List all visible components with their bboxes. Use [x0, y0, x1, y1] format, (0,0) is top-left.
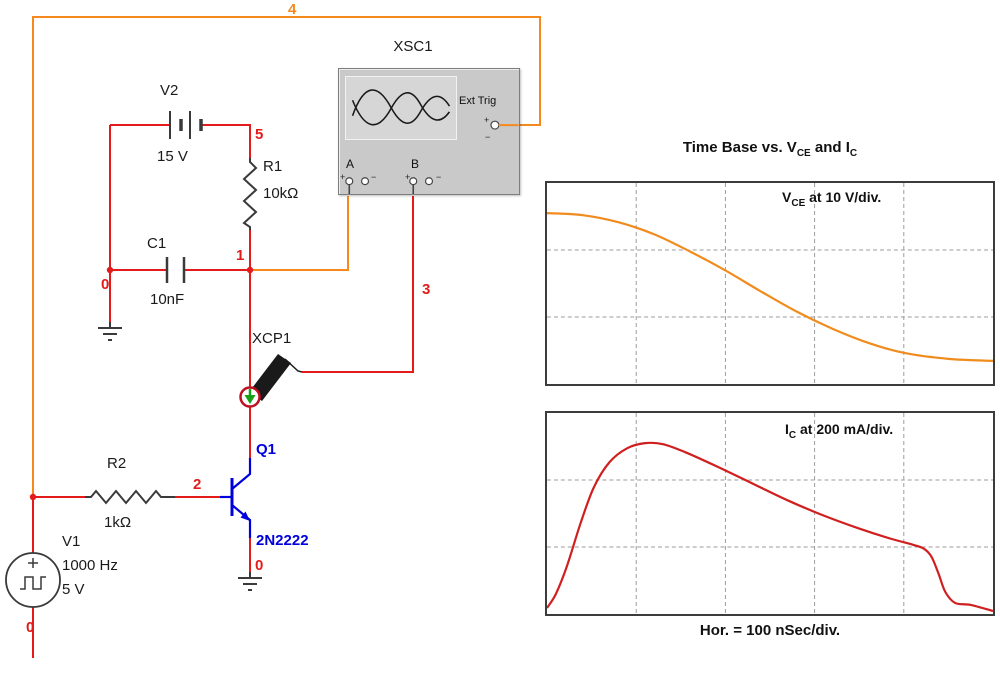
wire-node1-to-channel-a[interactable] [250, 196, 349, 271]
net-label-0c: 0 [26, 619, 35, 636]
wire-v2-to-r1[interactable] [201, 124, 251, 158]
r1-label: R1 [263, 158, 283, 175]
ic-trace [547, 441, 993, 613]
sine-wave-icon [351, 89, 451, 126]
net-label-0b: 0 [255, 557, 264, 574]
plus-icon [28, 558, 38, 568]
v1-label: V1 [62, 533, 81, 550]
resistor-r1[interactable] [242, 158, 258, 230]
channel-b-plus: + [405, 172, 411, 182]
grapher-title-text: Time Base vs. V [682, 139, 797, 156]
ground-icon-q1[interactable] [238, 572, 262, 591]
wire-net4[interactable] [32, 16, 541, 497]
ic-plot: IC at 200 mA/div. [545, 411, 995, 616]
scope-terminals[interactable] [339, 69, 519, 194]
channel-a-plus: + [340, 172, 346, 182]
junction-dot [106, 266, 114, 274]
net-label-4: 4 [288, 1, 297, 18]
channel-b-label: B [411, 157, 420, 171]
r1-value: 10kΩ [263, 185, 299, 202]
v2-value: 15 V [157, 148, 188, 165]
ext-trig-terminal [490, 120, 500, 130]
v2-label: V2 [160, 82, 179, 99]
c1-label: C1 [147, 235, 167, 252]
junction-dot [246, 266, 254, 274]
oscilloscope-xsc1[interactable]: Ext Trig + − A B + − + − [338, 68, 520, 195]
transistor-q1[interactable] [220, 458, 252, 538]
square-wave-icon [20, 576, 46, 590]
horizontal-scale-label: Hor. = 100 nSec/div. [699, 622, 841, 639]
junction-dot [29, 493, 37, 501]
net-label-5: 5 [255, 126, 264, 143]
channel-b-plus-terminal [409, 177, 418, 186]
v1-freq: 1000 Hz [62, 557, 118, 574]
net-label-3: 3 [422, 281, 431, 298]
vce-plot: VCE at 10 V/div. [545, 181, 995, 386]
net-label-1: 1 [236, 247, 245, 264]
grapher-title-mid: and I [810, 139, 850, 156]
v1-value: 5 V [62, 581, 85, 598]
battery-v2[interactable] [169, 111, 203, 139]
grapher-title-sub1: CE [796, 148, 811, 159]
ext-trig-plus: + [484, 115, 490, 125]
oscilloscope-screen [345, 76, 457, 140]
channel-b-minus-terminal [424, 177, 434, 186]
probe-clamp-icon [249, 354, 291, 401]
emitter-arrow-icon [240, 511, 250, 521]
channel-a-plus-terminal [345, 177, 354, 186]
vce-plot-label: VCE at 10 V/div. [782, 189, 882, 209]
vce-trace [547, 212, 993, 362]
current-probe-xcp1[interactable] [239, 354, 303, 408]
ic-plot-area [547, 413, 993, 614]
capacitor-c1[interactable] [165, 257, 186, 283]
channel-a-minus: − [371, 172, 377, 182]
source-v1[interactable] [5, 552, 61, 608]
ext-trig-label: Ext Trig [459, 95, 497, 107]
net-label-2: 2 [193, 476, 202, 493]
r2-label: R2 [107, 455, 127, 472]
net-label-0a: 0 [101, 276, 110, 293]
channel-b-minus: − [436, 172, 442, 182]
ic-plot-label: IC at 200 mA/div. [785, 421, 894, 441]
probe-arrow-icon [244, 395, 256, 404]
vce-plot-area [547, 183, 993, 384]
q1-model: 2N2222 [256, 532, 309, 549]
grapher-title-sub2: C [849, 148, 858, 159]
channel-a-label: A [346, 157, 355, 171]
resistor-r2[interactable] [85, 489, 175, 505]
xsc1-label: XSC1 [393, 38, 433, 55]
q1-label: Q1 [256, 441, 277, 458]
r2-value: 1kΩ [104, 514, 132, 531]
channel-a-minus-terminal [360, 177, 370, 186]
wire-channel-b[interactable] [302, 196, 414, 373]
wire-net4-top[interactable] [32, 16, 541, 497]
ext-trig-minus: − [485, 132, 491, 142]
c1-value: 10nF [150, 291, 185, 308]
xcp1-label: XCP1 [252, 330, 292, 347]
ground-icon-c1[interactable] [98, 322, 122, 341]
grapher-title: Time Base vs. VCE and IC [545, 139, 995, 159]
